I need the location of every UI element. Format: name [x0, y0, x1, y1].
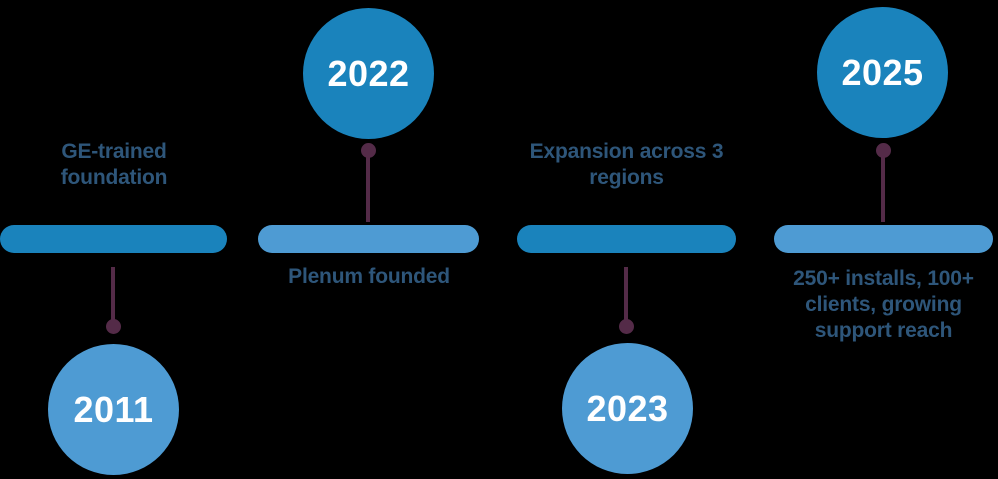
- year-circle-2022: 2022: [303, 8, 434, 139]
- year-circle-2011: 2011: [48, 344, 179, 475]
- year-text-2011: 2011: [73, 388, 154, 430]
- connector-dot-2023: [619, 319, 634, 334]
- milestone-label-2025: 250+ installs, 100+ clients, growing sup…: [793, 267, 974, 342]
- year-text-2022: 2022: [327, 52, 410, 94]
- connector-stem-2011: [111, 267, 115, 321]
- year-circle-2025: 2025: [817, 7, 948, 138]
- connector-stem-2022: [366, 156, 370, 222]
- milestone-label-2011: GE-trained foundation: [60, 140, 168, 189]
- timeline-bar-segment-1: [0, 225, 227, 253]
- year-text-2025: 2025: [841, 51, 924, 93]
- timeline-bar-segment-3: [517, 225, 736, 253]
- connector-stem-2023: [624, 267, 628, 321]
- connector-dot-2022: [361, 143, 376, 158]
- milestone-label-2022: Plenum founded: [288, 265, 450, 288]
- timeline-bar-segment-2: [258, 225, 479, 253]
- milestone-label-2023: Expansion across 3 regions: [529, 140, 724, 189]
- year-text-2023: 2023: [586, 387, 669, 429]
- connector-stem-2025: [881, 156, 885, 222]
- year-circle-2023: 2023: [562, 343, 693, 474]
- connector-dot-2025: [876, 143, 891, 158]
- connector-dot-2011: [106, 319, 121, 334]
- timeline-bar-segment-4: [774, 225, 993, 253]
